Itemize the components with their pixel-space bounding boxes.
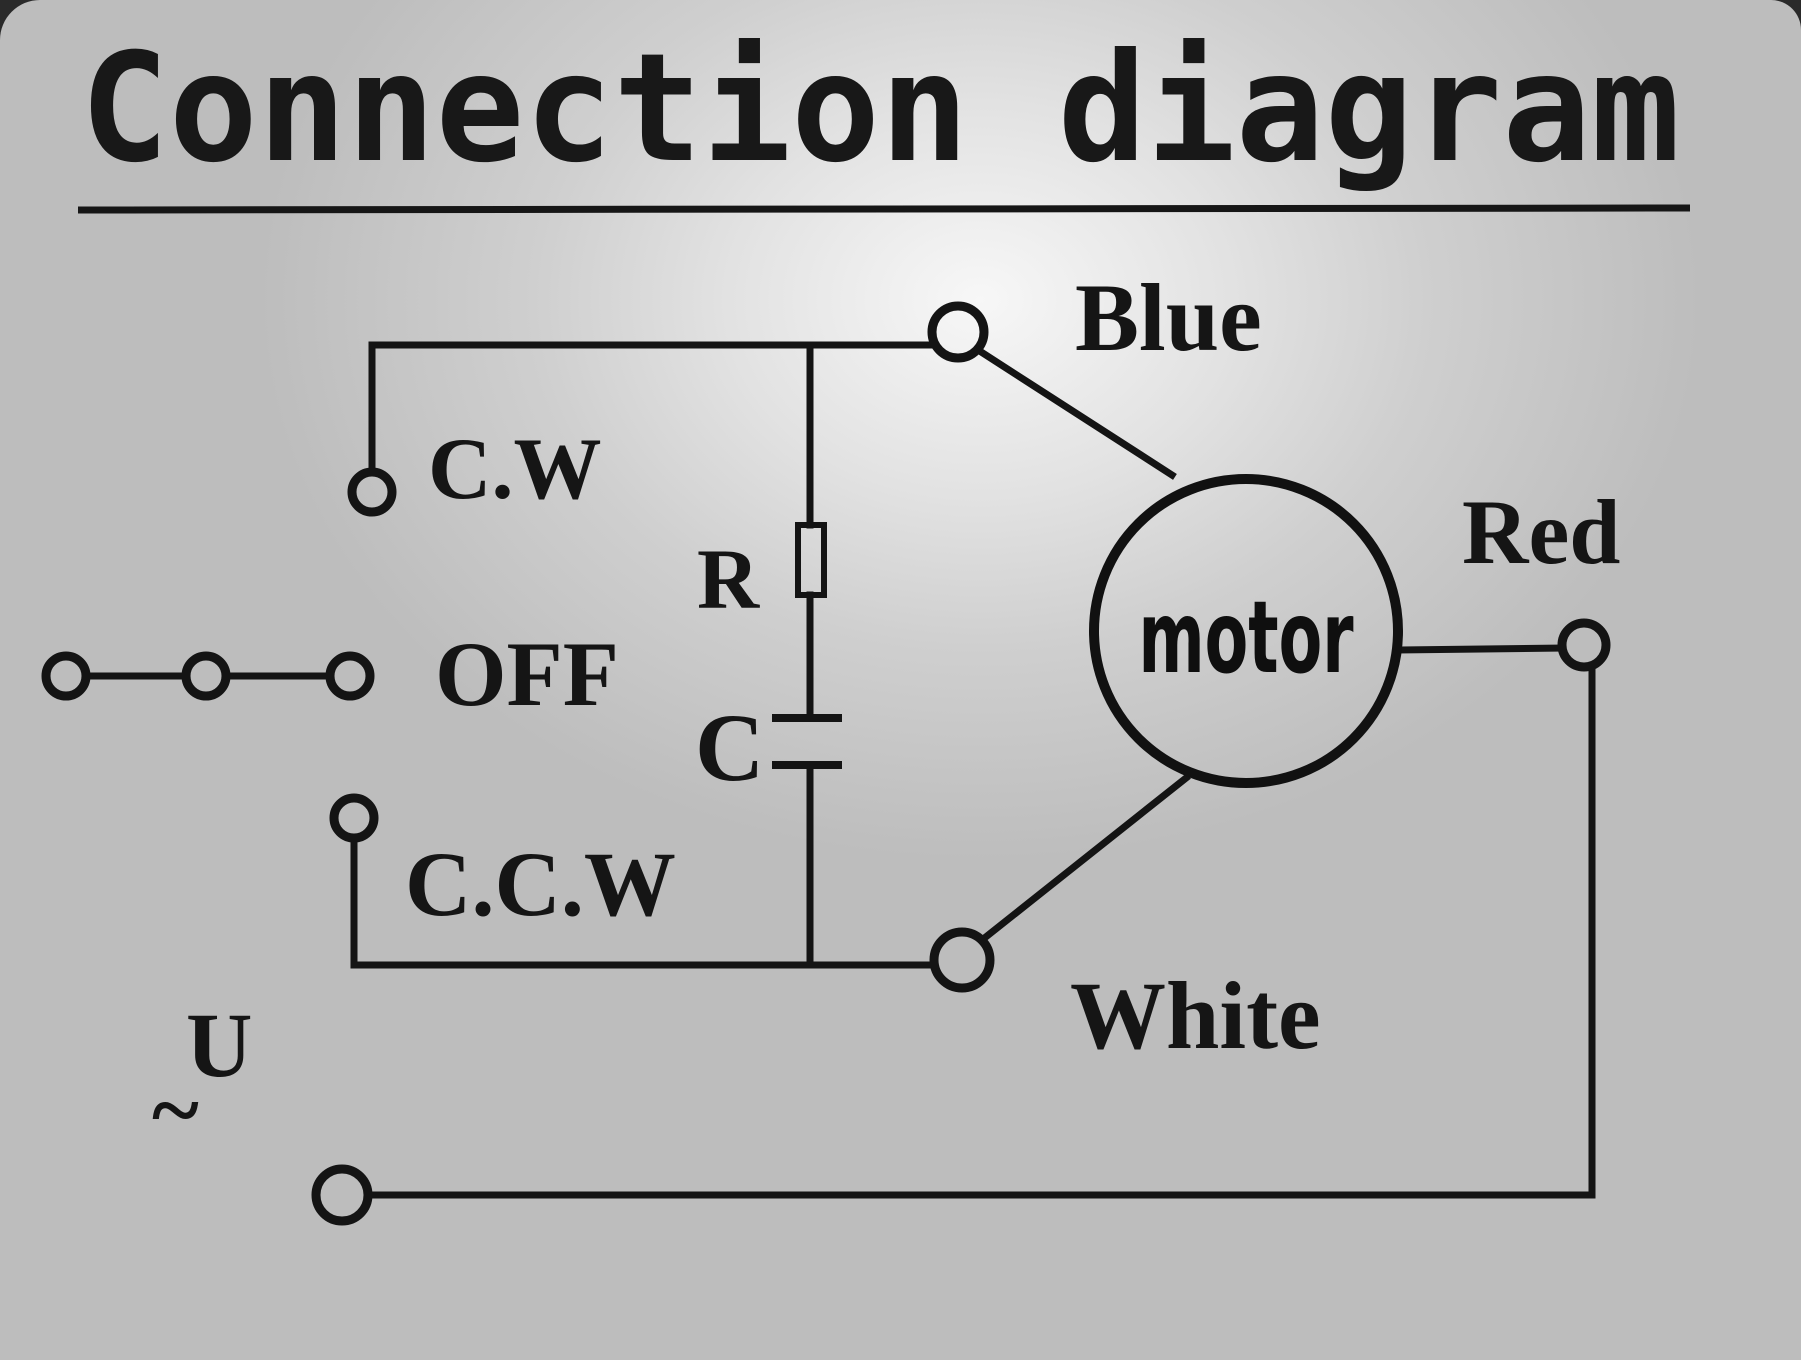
wire-bottom — [350, 834, 939, 969]
resistor-symbol — [795, 522, 827, 598]
ac-symbol: ~ — [152, 1061, 199, 1160]
ccw-terminal — [329, 793, 379, 843]
off-label: OFF — [435, 623, 619, 725]
red-label: Red — [1462, 481, 1620, 583]
blue-terminal — [927, 301, 989, 363]
diagram-title: Connection diagram — [80, 22, 1680, 196]
resistor-label: R — [697, 531, 760, 627]
wire-white-motor — [977, 773, 1191, 945]
wire-motor-red — [1396, 644, 1566, 654]
input-terminal-1 — [41, 651, 91, 701]
wire-top — [368, 341, 939, 474]
red-terminal — [1557, 618, 1611, 672]
off-terminal — [325, 651, 375, 701]
cw-label: C.W — [428, 421, 602, 518]
supply-label: U — [186, 994, 252, 1096]
title-underline — [77, 204, 1691, 214]
cw-terminal — [347, 467, 397, 517]
wire-return — [366, 663, 1596, 1199]
motor-label: motor — [1139, 579, 1354, 696]
ccw-label: C.C.W — [405, 833, 676, 935]
motor-symbol — [1089, 474, 1403, 788]
capacitor-label: C — [695, 694, 764, 801]
input-terminal-2 — [181, 651, 231, 701]
blue-label: Blue — [1075, 264, 1262, 371]
wire-blue-motor — [973, 345, 1177, 480]
supply-terminal — [311, 1164, 373, 1226]
white-terminal — [929, 927, 995, 993]
white-label: White — [1070, 962, 1321, 1069]
